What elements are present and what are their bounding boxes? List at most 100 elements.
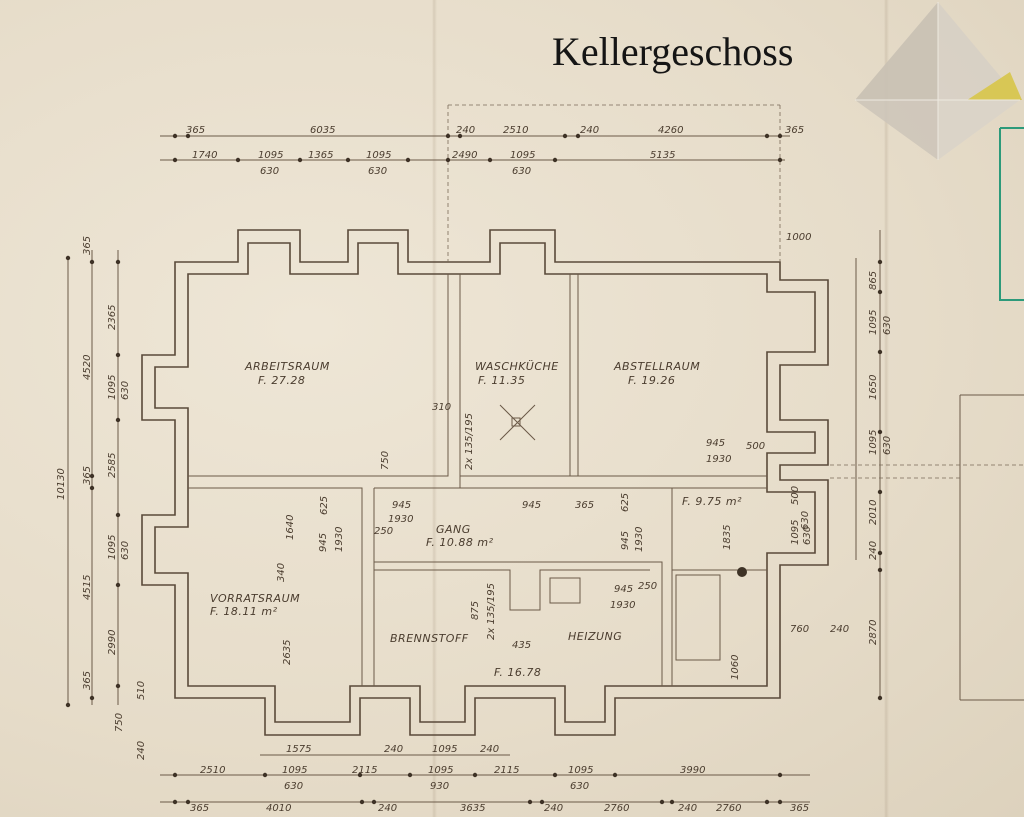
dimension-label: 250: [638, 581, 657, 592]
logo-icon: [855, 2, 1022, 160]
dimension-label: 1095: [432, 744, 457, 755]
dimension-label: 365: [190, 803, 209, 814]
dimension-label: 240: [136, 741, 147, 760]
dimension-label: 1930: [634, 527, 645, 552]
dimension-label: 340: [276, 563, 287, 582]
dimension-label: 750: [114, 713, 125, 732]
dimension-label: 4010: [266, 803, 291, 814]
dimension-label: 2870: [868, 620, 879, 645]
dimension-ticks: [65, 133, 883, 805]
dimension-label: 2365: [107, 305, 118, 330]
dimension-label: 1095: [258, 150, 283, 161]
outer-walls: [141, 229, 829, 736]
dimension-label: 365: [82, 236, 93, 255]
dimension-label: 930: [430, 781, 449, 792]
dimension-label: 1095: [510, 150, 535, 161]
dimension-label: 2115: [352, 765, 377, 776]
dimension-label: 1095: [107, 375, 118, 400]
dimension-label: 250: [374, 526, 393, 537]
page-title: Kellergeschoss: [552, 29, 794, 74]
dimension-label: 2760: [604, 803, 629, 814]
dimension-label: 365: [785, 125, 804, 136]
dimension-label: 1930: [334, 527, 345, 552]
dimension-label: 3990: [680, 765, 705, 776]
dimension-label: 945: [522, 500, 541, 511]
room-area: F. 10.88 m²: [426, 536, 494, 549]
dimension-label: 240: [384, 744, 403, 755]
dimension-label: 630: [570, 781, 589, 792]
dimension-label: 365: [82, 466, 93, 485]
dimension-label: 1095: [868, 430, 879, 455]
dimension-label: 510: [136, 681, 147, 700]
dimension-label: 945: [706, 438, 725, 449]
room-area: F. 27.28: [258, 374, 305, 387]
dimension-label: 945: [614, 584, 633, 595]
dimension-label: 4515: [82, 575, 93, 600]
dimension-label: 760: [790, 624, 809, 635]
dimension-label: 240: [480, 744, 499, 755]
dimension-label: 500: [790, 486, 801, 505]
dimension-label: 1060: [730, 655, 741, 680]
dimension-label: 2510: [200, 765, 225, 776]
dimension-label: 240: [378, 803, 397, 814]
dimension-label: 240: [830, 624, 849, 635]
dimension-label: 5135: [650, 150, 675, 161]
dimension-label: 2510: [503, 125, 528, 136]
dimension-label: 2115: [494, 765, 519, 776]
dimension-label: 1095: [568, 765, 593, 776]
dimension-label: 310: [432, 402, 451, 413]
dimension-label: 750: [380, 451, 391, 470]
interior-walls: [188, 274, 767, 686]
dimension-label: 1095: [366, 150, 391, 161]
room-area: F. 16.78: [494, 666, 541, 679]
dimension-label: 1000: [786, 232, 811, 243]
dimension-label: 500: [746, 441, 765, 452]
dimension-label: 1095: [868, 310, 879, 335]
dimension-label: 240: [456, 125, 475, 136]
dimension-label: 365: [790, 803, 809, 814]
dimension-label: 240: [580, 125, 599, 136]
room-label: BRENNSTOFF: [390, 632, 469, 645]
dimension-label: 630: [120, 381, 131, 400]
room-area: F. 9.75 m²: [682, 495, 742, 508]
dimension-label: 3635: [460, 803, 485, 814]
dimension-label: 1835: [722, 525, 733, 550]
dimension-label: 2010: [868, 500, 879, 525]
room-label: ABSTELLRAUM: [613, 360, 700, 373]
dimension-label: 240: [678, 803, 697, 814]
room-area: F. 11.35: [478, 374, 525, 387]
room-area: F. 18.11 m²: [210, 605, 278, 618]
dimension-label: 630: [260, 166, 279, 177]
stamp-icon: [999, 127, 1024, 301]
dimension-label: 240: [868, 541, 879, 560]
dimension-label: 875: [470, 601, 481, 620]
dimension-label: 435: [512, 640, 531, 651]
dimension-label: 865: [868, 271, 879, 290]
dimension-label: 945: [620, 531, 631, 550]
dimension-label: 4520: [82, 355, 93, 380]
room-label: WASCHKÜCHE: [475, 360, 559, 373]
room-label: ARBEITSRAUM: [244, 360, 330, 373]
dimension-label: 2635: [282, 640, 293, 665]
dimension-label: 1095: [107, 535, 118, 560]
dimension-label: 630: [882, 436, 893, 455]
dimension-label: 4260: [658, 125, 683, 136]
dimension-label: 2990: [107, 630, 118, 655]
dimension-label: 2x 135/195: [486, 583, 497, 640]
dimension-label: 10130: [56, 468, 67, 500]
dimension-label: 240: [544, 803, 563, 814]
room-area: F. 19.26: [628, 374, 675, 387]
dimension-label: 2x 135/195: [464, 413, 475, 470]
dimension-label: 2760: [716, 803, 741, 814]
dimension-label: 945: [392, 500, 411, 511]
dimension-label: 625: [319, 496, 330, 515]
dimension-label: 630: [120, 541, 131, 560]
dimension-label: 365: [575, 500, 594, 511]
dimension-label: 1095: [428, 765, 453, 776]
dimension-label: 630: [802, 526, 813, 545]
dimension-label: 630: [512, 166, 531, 177]
dimension-label: 1930: [706, 454, 731, 465]
dimension-label: 1740: [192, 150, 217, 161]
room-label: VORRATSRAUM: [210, 592, 300, 605]
dimension-label: 630: [882, 316, 893, 335]
